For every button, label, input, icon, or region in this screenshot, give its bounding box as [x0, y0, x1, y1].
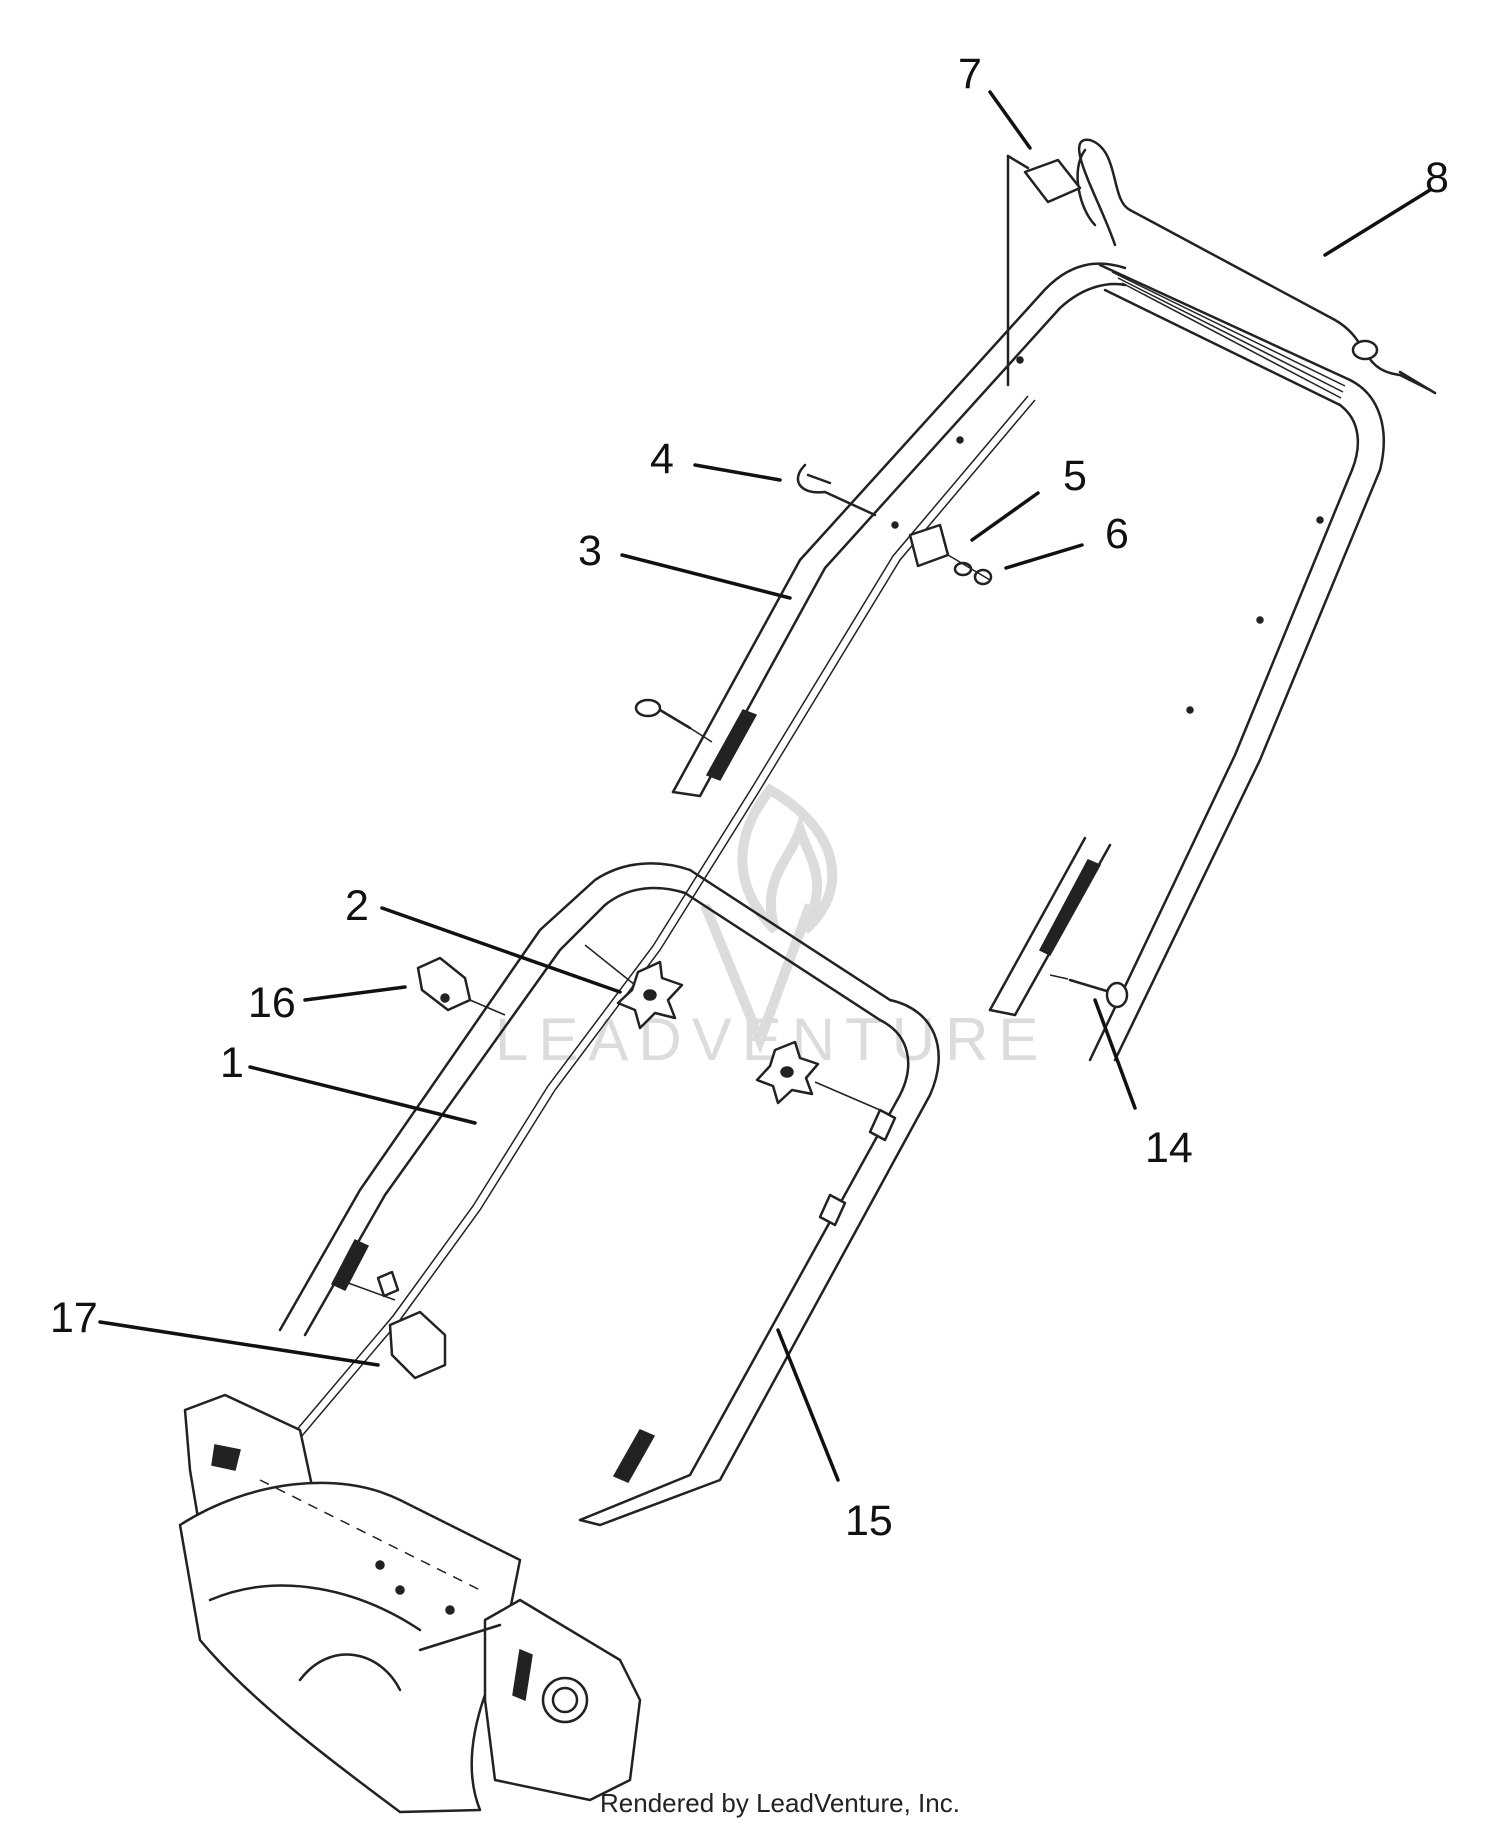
footer-credit: Rendered by LeadVenture, Inc. — [600, 1788, 960, 1818]
leader-14 — [1093, 998, 1137, 1110]
leader-6 — [1004, 543, 1084, 570]
watermark: LEADVENTURE — [495, 783, 1048, 1073]
cable-guide-upper — [416, 956, 506, 1016]
callout-4: 4 — [650, 435, 674, 483]
leader-3 — [620, 553, 792, 600]
callout-6: 6 — [1105, 510, 1129, 558]
leader-17 — [98, 1320, 380, 1367]
cable-clip — [908, 523, 950, 568]
leader-2 — [380, 906, 622, 994]
callout-15: 15 — [845, 1497, 893, 1545]
leader-16 — [303, 985, 407, 1002]
leader-1 — [248, 1065, 477, 1125]
callout-3: 3 — [578, 527, 602, 575]
callout-2: 2 — [345, 882, 369, 930]
auger-housing — [178, 1393, 642, 1814]
leader-15 — [776, 1328, 840, 1482]
lower-handle — [278, 862, 940, 1527]
callout-17: 17 — [50, 1294, 98, 1342]
leader-4 — [693, 463, 782, 482]
callout-14: 14 — [1145, 1124, 1193, 1172]
upper-handle — [671, 262, 1385, 1062]
leader-5 — [970, 491, 1040, 542]
leader-lines — [98, 90, 1432, 1482]
washer-nut — [947, 554, 993, 586]
callout-1: 1 — [220, 1039, 244, 1087]
watermark-flame-logo — [700, 783, 838, 1054]
watermark-text: LEADVENTURE — [495, 1006, 1048, 1073]
leader-8 — [1323, 188, 1432, 257]
cable-connector — [1006, 154, 1082, 387]
handle-knob-right — [755, 1040, 881, 1111]
handle-knob-left — [584, 944, 684, 1030]
handle-bolt-right — [1049, 974, 1129, 1009]
leader-7 — [988, 90, 1032, 150]
callouts: 7 8 4 5 6 3 2 16 1 14 17 15 — [50, 50, 1449, 1545]
callout-16: 16 — [248, 979, 296, 1027]
callout-7: 7 — [958, 50, 982, 98]
cable-tie — [796, 463, 877, 517]
control-cable — [282, 395, 1036, 1451]
handle-bolt-left — [634, 698, 713, 743]
cable-guide-lower — [376, 1270, 447, 1380]
operator-bail — [1076, 138, 1437, 395]
callout-8: 8 — [1425, 154, 1449, 202]
callout-5: 5 — [1063, 452, 1087, 500]
